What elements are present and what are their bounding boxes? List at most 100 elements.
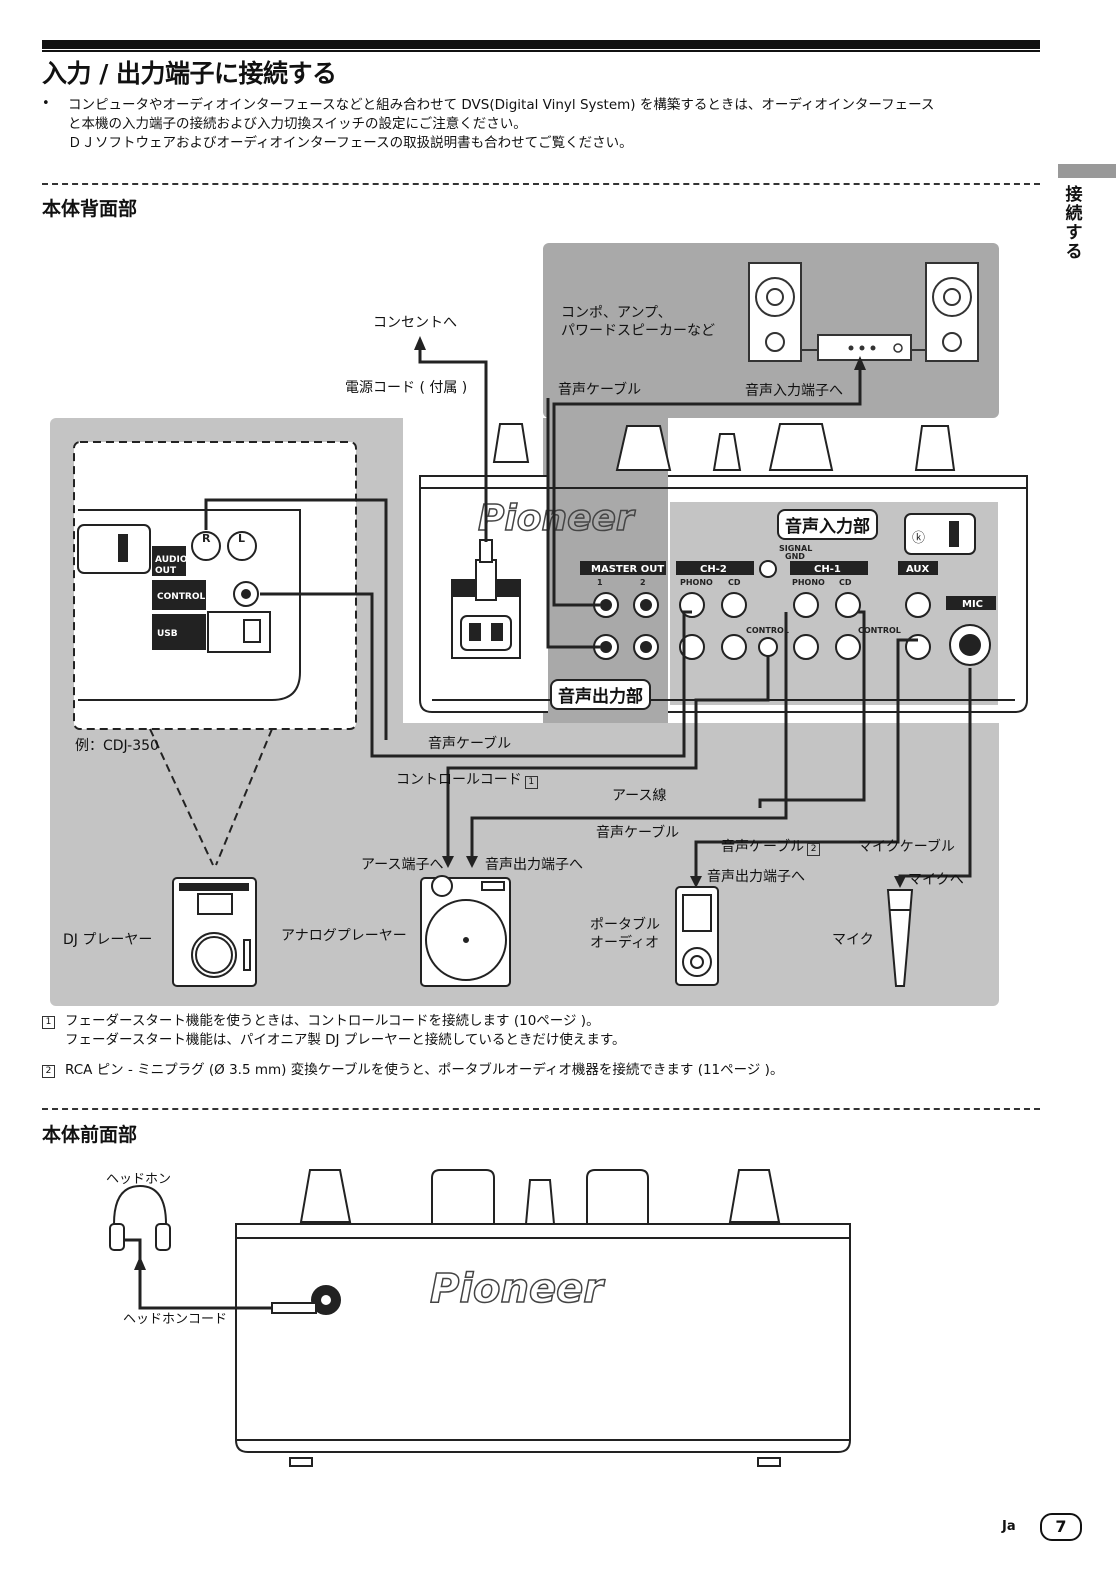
power-inlet <box>451 539 521 659</box>
intro-bullet: • <box>42 96 50 111</box>
label-audio-cable-2: 音声ケーブル <box>596 825 680 841</box>
cables <box>204 350 972 880</box>
side-tab-char: 接 <box>1065 185 1083 205</box>
header-rule <box>42 40 1040 49</box>
turntable-icon <box>420 875 511 987</box>
portable-audio-icon <box>675 886 719 986</box>
section-divider <box>42 183 1040 185</box>
svg-text:OUT: OUT <box>155 566 177 576</box>
panel-header-labels: MASTER OUT CH-2 CH-1 AUX MIC <box>591 564 983 610</box>
intro-line: ＤＪソフトウェアおよびオーディオインターフェースの取扱説明書も合わせてご覧くださ… <box>68 135 633 151</box>
footnote-line: フェーダースタート機能は、パイオニア製 DJ プレーヤーと接続しているときだけ使… <box>65 1032 626 1048</box>
svg-text:CD: CD <box>839 578 852 587</box>
note-mark-2: 2 <box>807 843 821 856</box>
footer-language: Ja <box>1002 1519 1016 1534</box>
label-headphone-cord: ヘッドホンコード <box>123 1312 228 1327</box>
label-portable-2: オーディオ <box>590 935 660 951</box>
svg-text:GND: GND <box>785 552 805 561</box>
footnote-1: 1 フェーダースタート機能を使うときは、コントロールコードを接続します (10ペー… <box>42 1012 626 1050</box>
label-audio-cable-top: 音声ケーブル <box>558 382 642 398</box>
label-portable-1: ポータブル <box>590 917 660 933</box>
label-power-cord: 電源コード ( 付属 ) <box>345 380 468 396</box>
headphone-arrowhead <box>134 1256 146 1270</box>
footnote-mark: 1 <box>42 1016 55 1029</box>
footnote-line: RCA ピン - ミニプラグ (Ø 3.5 mm) 変換ケーブルを使うと、ポータ… <box>65 1062 784 1078</box>
svg-text:CONTROL: CONTROL <box>157 592 206 602</box>
panel-header-bars <box>580 561 996 610</box>
footnote-mark: 2 <box>42 1065 55 1078</box>
master-out-label: MASTER OUT <box>591 564 664 575</box>
ch1-label: CH-1 <box>814 564 841 575</box>
svg-text:AUDIO: AUDIO <box>155 555 188 565</box>
side-tab-marker <box>1058 164 1116 178</box>
svg-text:ⓚ: ⓚ <box>912 531 925 546</box>
pioneer-logo-rear: Pioneer <box>478 498 636 539</box>
label-audio-input-jack: 音声入力端子へ <box>745 383 843 399</box>
speaker-left-icon <box>748 262 802 362</box>
dj-player-icon <box>172 877 257 987</box>
side-tab-char: 続 <box>1065 204 1083 224</box>
label-outlet: コンセントへ <box>373 315 457 331</box>
front-mixer-body <box>235 1169 851 1467</box>
security-slot-icon: ⓚ <box>904 513 976 555</box>
label-example-model: 例：CDJ-350 <box>75 738 159 754</box>
note-mark-1: 1 <box>524 776 538 789</box>
label-amp-1: コンポ、アンプ、 <box>561 305 672 321</box>
footnote-2: 2 RCA ピン - ミニプラグ (Ø 3.5 mm) 変換ケーブルを使うと、ポー… <box>42 1061 783 1080</box>
cdj-rear-panel: AUDIO OUT CONTROL USB R L <box>73 441 357 730</box>
label-dj-player: DJ プレーヤー <box>63 932 153 948</box>
headphone-plug <box>271 1302 317 1314</box>
label-mic-cable: マイクケーブル <box>858 839 955 855</box>
mic-label: MIC <box>962 599 983 610</box>
headphones-icon <box>109 1184 171 1251</box>
label-to-audio-out: 音声出力端子へ <box>485 857 583 873</box>
svg-text:L: L <box>238 532 245 545</box>
amplifier-icon <box>801 334 926 361</box>
label-input-section: 音声入力部 <box>777 509 878 540</box>
footnote-line: フェーダースタート機能を使うときは、コントロールコードを接続します (10ページ… <box>65 1013 600 1029</box>
label-headphones: ヘッドホン <box>106 1172 172 1187</box>
label-to-audio-out-2: 音声出力端子へ <box>707 869 805 885</box>
ch2-label: CH-2 <box>700 564 727 575</box>
label-to-mic: マイクへ <box>908 872 964 888</box>
section-divider <box>42 1108 1040 1110</box>
svg-text:SIGNAL: SIGNAL <box>779 544 812 553</box>
aux-label: AUX <box>906 564 930 575</box>
label-amp-2: パワードスピーカーなど <box>561 323 715 339</box>
rca-jacks <box>593 560 991 666</box>
side-tab-label: 接 続 す る <box>1062 186 1086 262</box>
intro-line: コンピュータやオーディオインターフェースなどと組み合わせて DVS(Digita… <box>68 97 935 113</box>
label-audio-cable-1: 音声ケーブル <box>428 736 512 752</box>
page-number: 7 <box>1040 1513 1082 1541</box>
header-rule-thin <box>42 50 1040 52</box>
svg-text:R: R <box>202 532 211 545</box>
svg-text:CONTROL: CONTROL <box>858 626 901 635</box>
label-output-section: 音声出力部 <box>550 679 651 710</box>
svg-text:CD: CD <box>728 578 741 587</box>
side-tab-char: す <box>1065 223 1083 243</box>
arrowheads <box>414 336 906 888</box>
svg-text:PHONO: PHONO <box>680 578 713 587</box>
svg-text:USB: USB <box>157 629 178 639</box>
svg-text:2: 2 <box>640 578 646 587</box>
label-mic: マイク <box>832 932 874 948</box>
pioneer-logo-front: Pioneer <box>430 1266 605 1312</box>
svg-text:1: 1 <box>597 578 603 587</box>
page-title: 入力 / 出力端子に接続する <box>42 59 337 88</box>
knob-icons <box>492 423 956 471</box>
speaker-right-icon <box>925 262 979 362</box>
front-diagram: Pioneer <box>109 1169 851 1467</box>
label-analog-player: アナログプレーヤー <box>281 928 407 944</box>
intro-line: と本機の入力端子の接続および入力切換スイッチの設定にご注意ください。 <box>68 116 527 132</box>
label-earth-wire: アース線 <box>612 788 667 804</box>
label-to-earth: アース端子へ <box>361 857 444 873</box>
svg-text:PHONO: PHONO <box>792 578 825 587</box>
intro-text: コンピュータやオーディオインターフェースなどと組み合わせて DVS(Digita… <box>68 96 1048 153</box>
microphone-icon <box>886 889 914 987</box>
side-tab-char: る <box>1065 242 1083 262</box>
section-heading-front: 本体前面部 <box>42 1124 138 1146</box>
section-heading-rear: 本体背面部 <box>42 198 138 220</box>
